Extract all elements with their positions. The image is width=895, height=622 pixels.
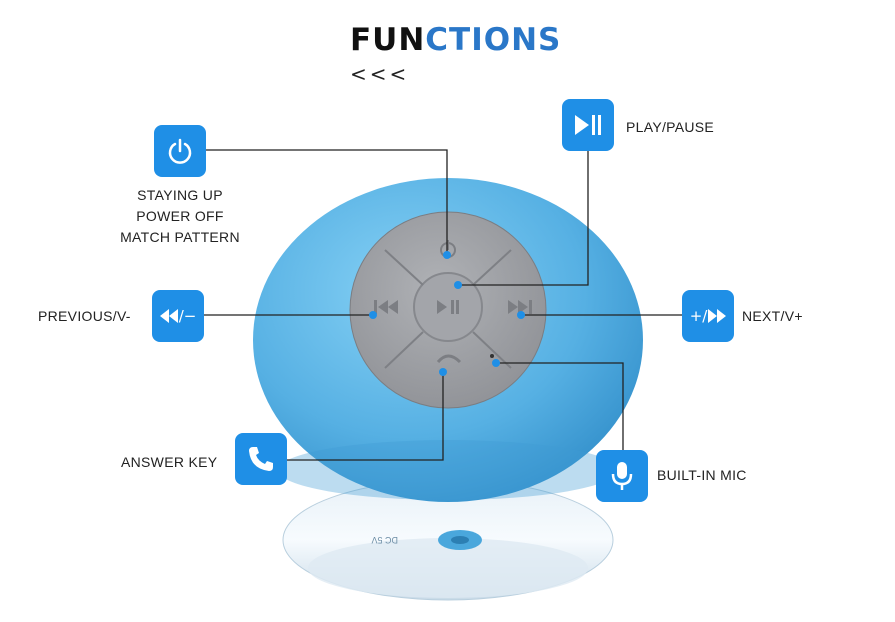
next-button[interactable]: +/ xyxy=(682,290,734,342)
phone-icon xyxy=(246,444,276,474)
power-button[interactable] xyxy=(154,125,206,177)
answer-button[interactable] xyxy=(235,433,287,485)
previous-icon-text: /− xyxy=(178,307,197,325)
title-part-blue: CTIONS xyxy=(425,22,562,58)
next-volume-up-icon: +/ xyxy=(690,307,727,325)
title-arrows: <<< xyxy=(350,62,410,86)
previous-label: PREVIOUS/V- xyxy=(38,308,131,324)
power-label: STAYING UP POWER OFF MATCH PATTERN xyxy=(108,185,252,248)
power-icon xyxy=(165,136,195,166)
page-title: FUNCTIONS xyxy=(350,22,561,58)
play-pause-icon xyxy=(572,112,604,138)
power-label-line-2: POWER OFF xyxy=(136,208,224,224)
port-label: DC 5V xyxy=(371,535,398,545)
play-pause-label: PLAY/PAUSE xyxy=(626,119,715,135)
title-part-dark: FUN xyxy=(350,22,426,58)
power-label-line-1: STAYING UP xyxy=(137,187,223,203)
next-icon-text: +/ xyxy=(689,307,708,325)
suction-base xyxy=(282,479,614,601)
connector-lines xyxy=(204,149,684,461)
answer-label: ANSWER KEY xyxy=(121,454,218,470)
mic-label: BUILT-IN MIC xyxy=(657,467,747,483)
microphone-icon xyxy=(609,460,635,492)
next-label: NEXT/V+ xyxy=(742,308,803,324)
previous-button[interactable]: /− xyxy=(152,290,204,342)
control-disc xyxy=(349,211,547,409)
power-label-line-3: MATCH PATTERN xyxy=(120,229,240,245)
mic-button[interactable] xyxy=(596,450,648,502)
play-pause-button[interactable] xyxy=(562,99,614,151)
connector-dots xyxy=(369,251,525,376)
previous-volume-down-icon: /− xyxy=(159,307,197,325)
